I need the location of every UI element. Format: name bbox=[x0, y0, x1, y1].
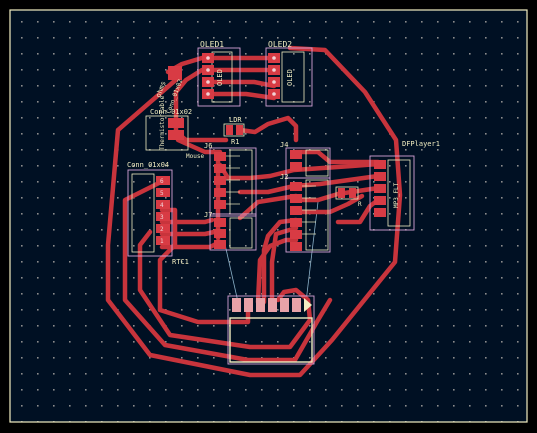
ldr-value: R1 bbox=[231, 138, 239, 146]
j7-ref: J7 bbox=[204, 211, 212, 219]
footprint-j2[interactable]: J2 bbox=[280, 173, 331, 253]
svg-text:4: 4 bbox=[160, 202, 164, 209]
svg-text:5: 5 bbox=[160, 190, 164, 197]
oled1-ref: OLED1 bbox=[200, 40, 224, 49]
footprint-r-small[interactable]: R bbox=[335, 186, 362, 208]
dfplayer-ref: DFPlayer1 bbox=[402, 140, 440, 148]
footprint-j7[interactable]: J7 bbox=[204, 211, 257, 251]
footprint-j6[interactable]: J6 Mouse bbox=[186, 142, 257, 217]
svg-text:1: 1 bbox=[160, 238, 164, 245]
footprint-dfplayer[interactable]: DFPlayer1 MP3_FLT bbox=[369, 140, 440, 231]
footprint-ldr[interactable]: LDR R1 bbox=[223, 116, 245, 146]
r-small-ref: R bbox=[358, 201, 362, 208]
j2-ref: J2 bbox=[280, 173, 288, 181]
svg-text:3: 3 bbox=[160, 214, 164, 221]
footprint-conn-bat[interactable]: Conn_01x02 ThermistorTable bbox=[145, 95, 192, 151]
rtc-ref: RTC1 bbox=[172, 258, 189, 266]
j6-ref: J6 bbox=[204, 142, 212, 150]
board-outline bbox=[9, 9, 528, 423]
conn-bat-value: ThermistorTable bbox=[159, 95, 166, 150]
oled1-value: OLED bbox=[216, 69, 224, 86]
oled2-value: OLED bbox=[286, 69, 294, 86]
ldr-ref: LDR bbox=[229, 116, 242, 124]
svg-text:6: 6 bbox=[160, 178, 164, 185]
footprint-oled2[interactable]: OLED2 OLED bbox=[265, 40, 313, 107]
j6-value: Mouse bbox=[186, 153, 204, 160]
oled2-ref: OLED2 bbox=[268, 40, 292, 49]
svg-text:2: 2 bbox=[160, 226, 164, 233]
footprint-oled1[interactable]: OLED1 OLED bbox=[197, 40, 241, 107]
conn-bat-ref: Conn_01x02 bbox=[150, 108, 192, 116]
dfplayer-value: MP3_FLT bbox=[393, 182, 400, 208]
j4-ref: J4 bbox=[280, 141, 288, 149]
footprint-ic-bottom[interactable] bbox=[227, 295, 315, 365]
rtc-conn-ref: Conn_01x04 bbox=[127, 161, 169, 169]
footprint-rtc-conn[interactable]: 6 5 4 3 2 1 Conn_01x04 RTC1 bbox=[127, 161, 189, 266]
